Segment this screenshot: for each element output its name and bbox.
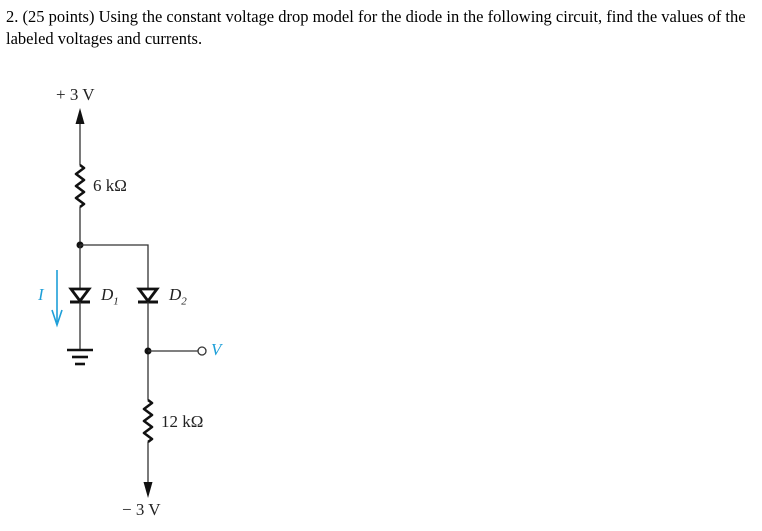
voltage-label: V	[211, 340, 222, 359]
output-node	[144, 346, 207, 356]
d1-label: D1	[101, 285, 119, 308]
diode-d1-icon	[68, 245, 92, 350]
r2-label: 12 kΩ	[161, 412, 204, 431]
diode-d2-icon	[136, 287, 160, 400]
ground-icon	[67, 348, 93, 366]
supply-bottom-arrow-icon	[143, 482, 153, 498]
supply-top-arrow-icon	[75, 108, 85, 165]
current-arrow-icon	[51, 270, 63, 328]
supply-bottom-label: − 3 V	[122, 500, 161, 519]
d2-label: D2	[169, 285, 187, 308]
current-label: I	[38, 285, 44, 304]
r1-label: 6 kΩ	[93, 176, 127, 195]
question-text: 2. (25 points) Using the constant voltag…	[6, 7, 746, 48]
top-junction	[76, 241, 149, 288]
supply-top-label: + 3 V	[56, 85, 95, 104]
resistor-6k-icon	[74, 163, 86, 245]
resistor-12k-icon	[142, 398, 154, 482]
